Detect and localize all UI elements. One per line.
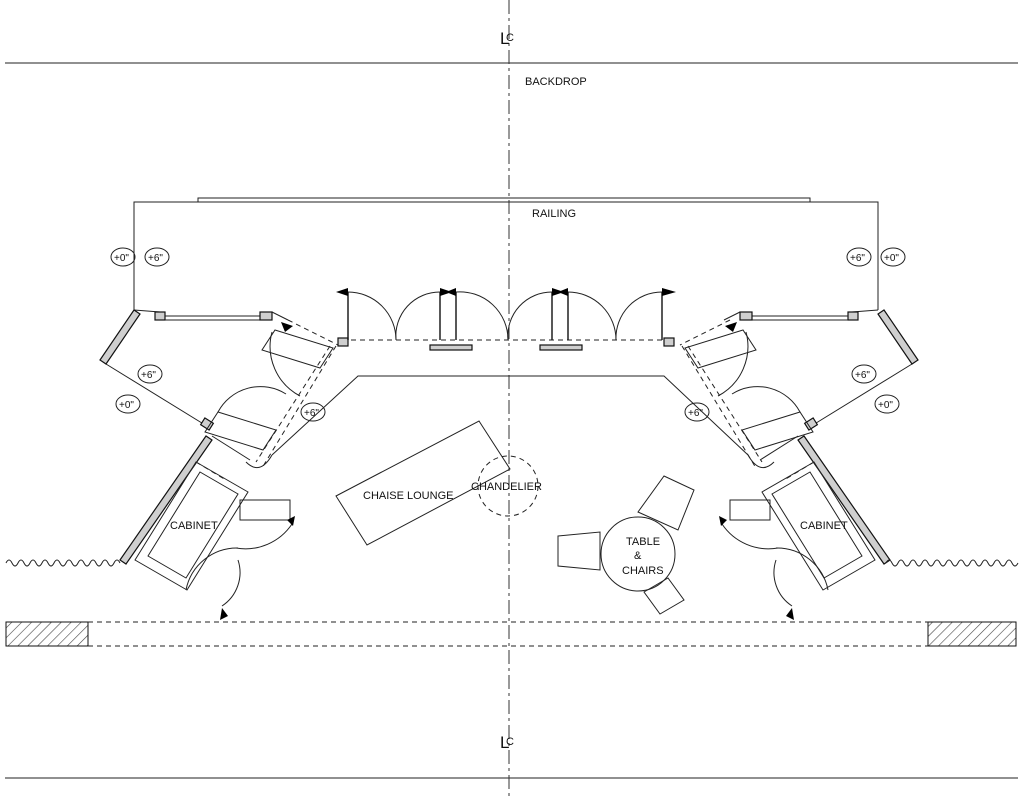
svg-text:+0": +0": [119, 400, 134, 411]
svg-text:C: C: [506, 736, 514, 748]
svg-text:+6": +6": [304, 408, 319, 419]
proscenium-line: [5, 621, 1017, 647]
center-door-bank: [336, 288, 676, 351]
table-and-chairs: [557, 475, 695, 615]
centerline-symbol-bottom: L C: [500, 733, 514, 752]
svg-text:C: C: [506, 32, 514, 44]
left-wing: [99, 309, 339, 469]
stage-platform-right-curve: [747, 454, 775, 469]
svg-text:+6": +6": [850, 253, 865, 264]
svg-text:+6": +6": [688, 408, 703, 419]
svg-text:L: L: [500, 733, 509, 752]
chaise-lounge-label: CHAISE LOUNGE: [363, 490, 453, 502]
svg-text:+0": +0": [114, 253, 129, 264]
svg-text:+0": +0": [878, 400, 893, 411]
svg-text:L: L: [500, 29, 509, 48]
left-cabinet-unit: [119, 435, 295, 620]
railing-label: RAILING: [532, 208, 576, 220]
centerline-symbol-top: L C: [500, 29, 514, 48]
backdrop-label: BACKDROP: [525, 76, 587, 88]
chandelier-label: CHANDELIER: [471, 481, 542, 493]
stage-platform-left-curve: [245, 454, 273, 469]
right-upper-wall: [723, 309, 879, 321]
elevation-marker: +6": [144, 247, 170, 267]
chandelier-circle: [477, 455, 539, 517]
cabinet-right-label: CABINET: [800, 520, 848, 532]
right-wing: [679, 309, 919, 469]
svg-text:+6": +6": [148, 253, 163, 264]
upper-platform: [133, 201, 879, 310]
stage-platform: [271, 375, 749, 456]
chaise-lounge: [335, 420, 511, 546]
elevation-marker: +6": [684, 402, 710, 422]
elevation-marker: +0": [110, 247, 136, 267]
curtain-left: [5, 559, 121, 567]
elevation-marker: +6": [137, 364, 163, 384]
table-label-line2: &: [634, 550, 642, 562]
svg-text:+0": +0": [884, 253, 899, 264]
cabinet-left-label: CABINET: [170, 520, 218, 532]
elevation-marker: +0": [874, 394, 900, 414]
left-upper-wall: [133, 309, 289, 321]
svg-text:+6": +6": [855, 370, 870, 381]
elevation-marker: +6": [851, 364, 877, 384]
railing-strip: [197, 197, 811, 203]
elevation-marker: +0": [115, 394, 141, 414]
svg-text:+6": +6": [141, 370, 156, 381]
right-cabinet-unit: [719, 435, 891, 620]
curtain-right: [885, 559, 1019, 567]
table-label-line1: TABLE: [626, 536, 660, 548]
elevation-marker: +0": [880, 247, 906, 267]
elevation-marker: +6": [300, 402, 326, 422]
elevation-marker: +6": [846, 247, 872, 267]
table-label-line3: CHAIRS: [622, 565, 664, 577]
